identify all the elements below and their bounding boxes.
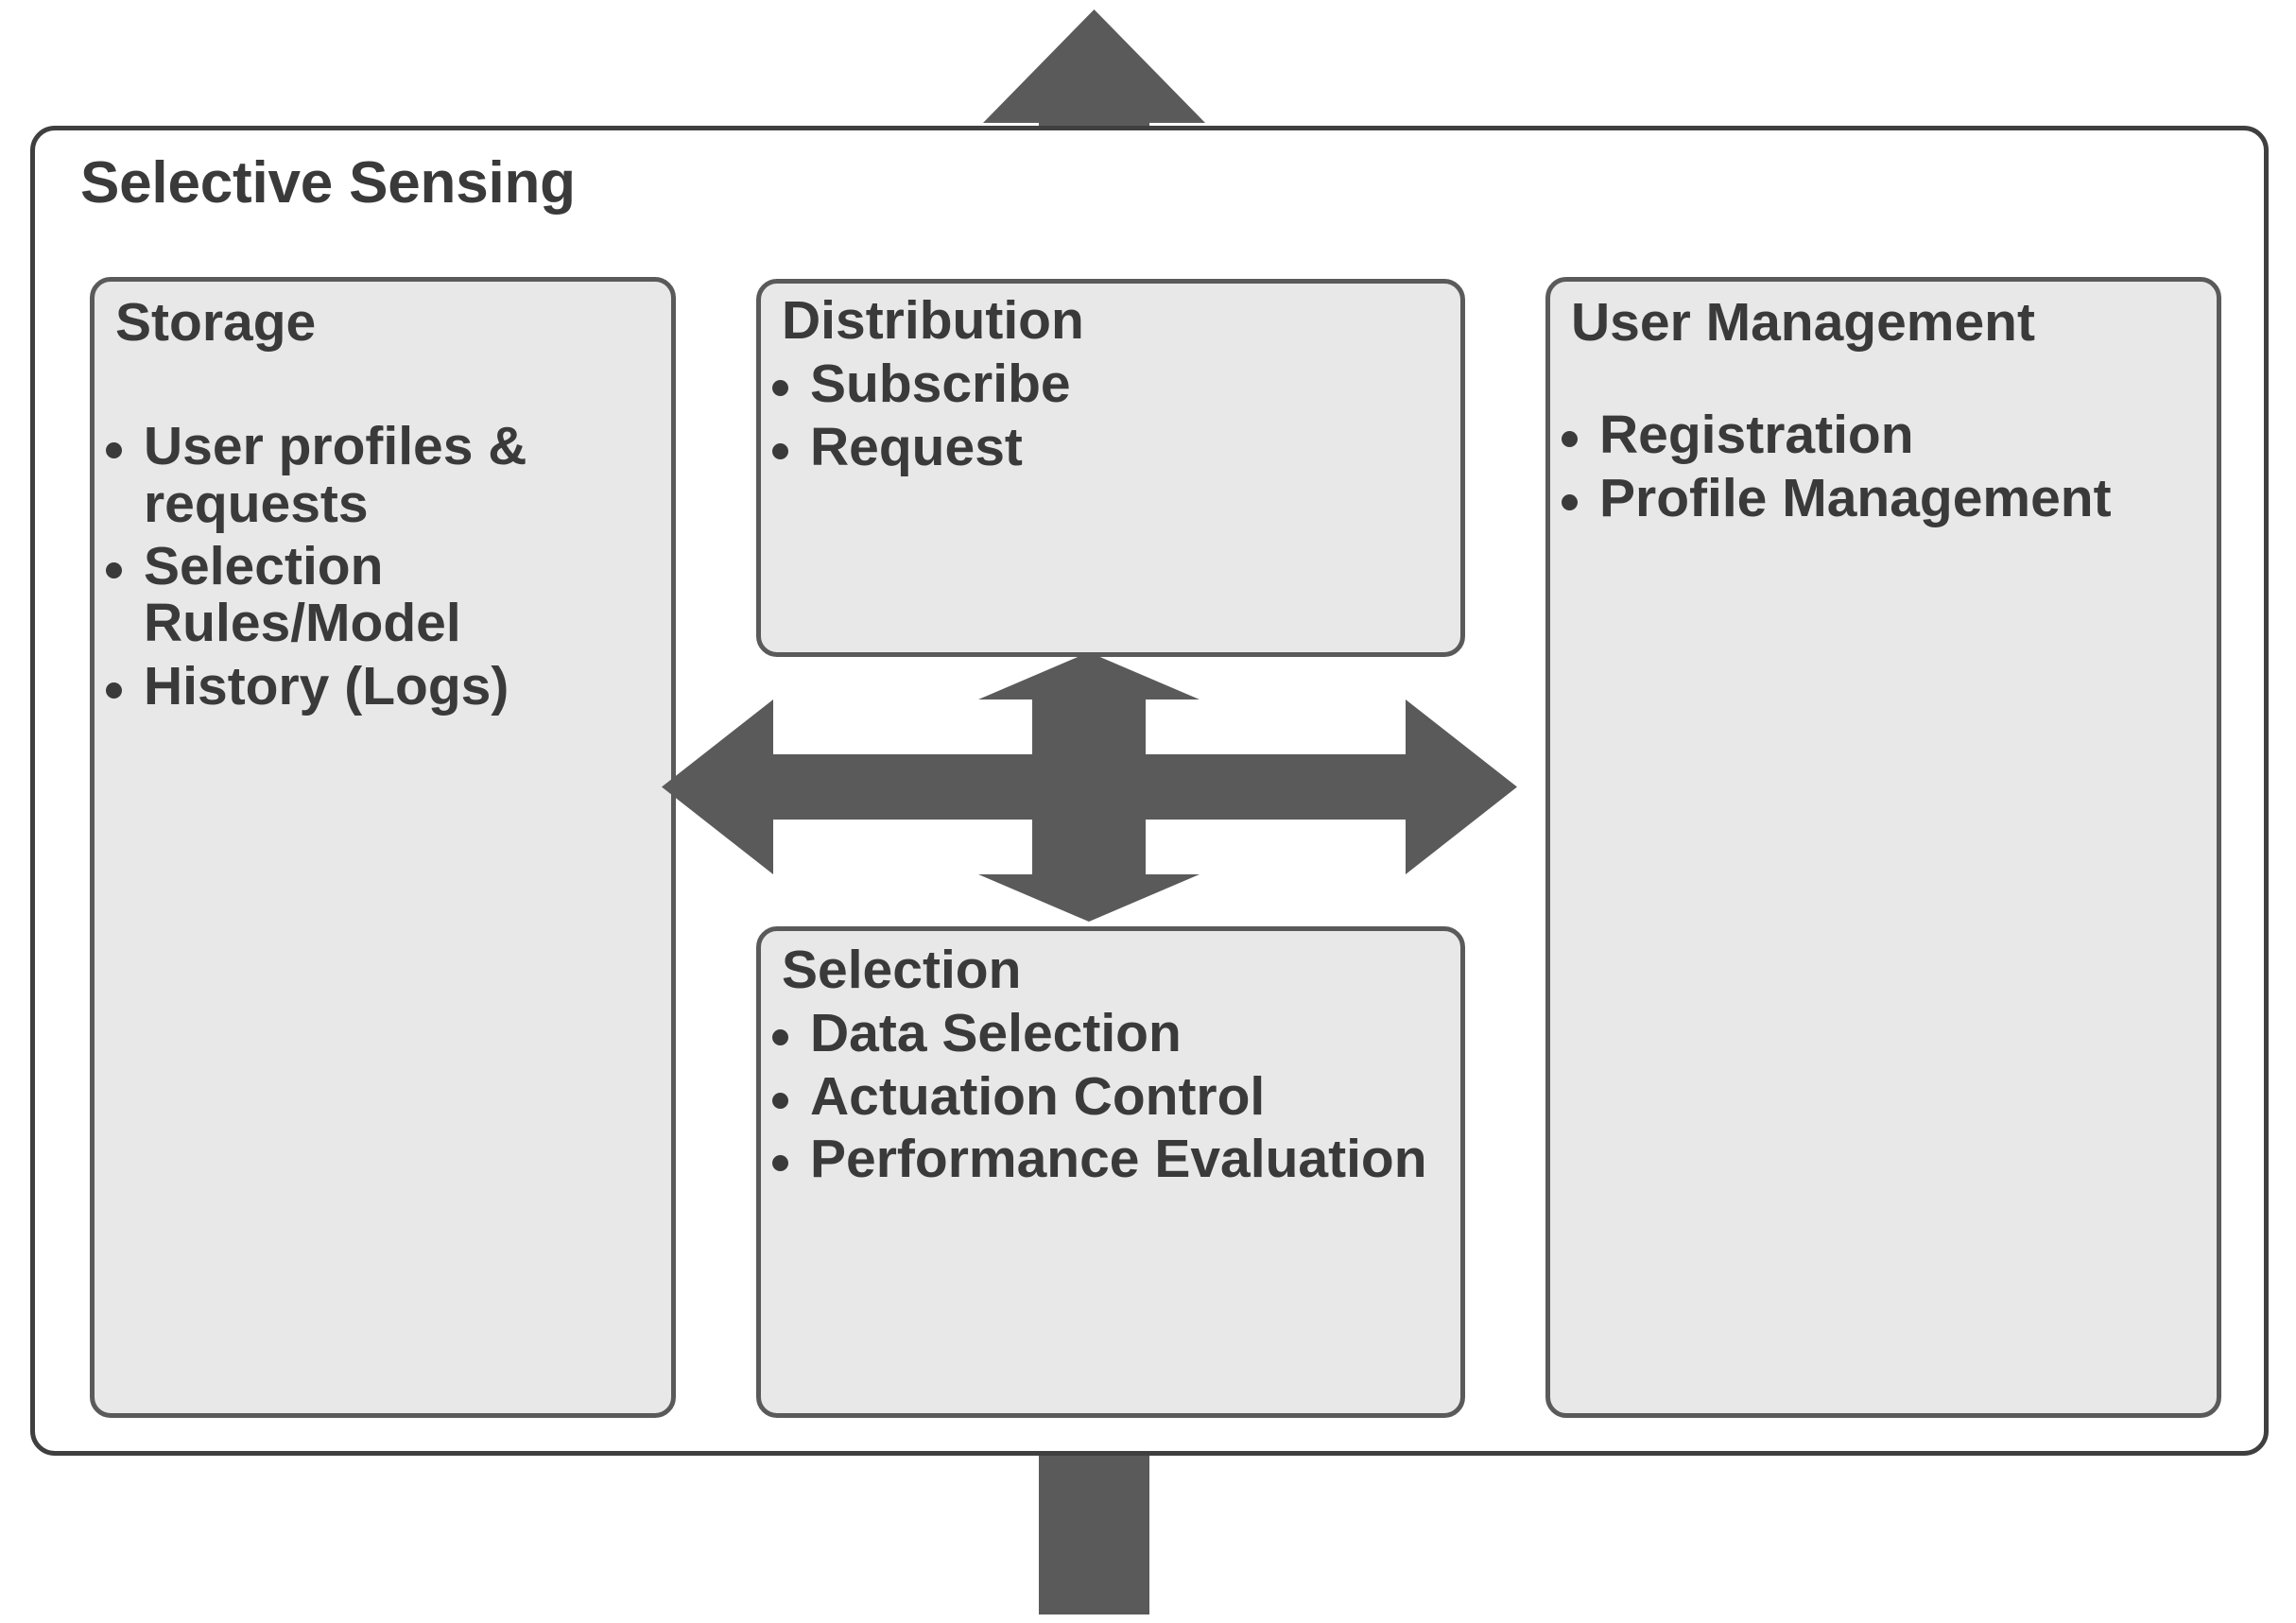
list-item: Data Selection bbox=[761, 1005, 1453, 1062]
module-storage-title: Storage bbox=[115, 292, 317, 353]
module-selection-bullets: Data Selection Actuation Control Perform… bbox=[761, 1005, 1460, 1187]
module-distribution-title: Distribution bbox=[782, 290, 1084, 351]
module-distribution-bullets: Subscribe Request bbox=[761, 355, 1460, 475]
module-user-management-title: User Management bbox=[1571, 292, 2035, 353]
list-item: Performance Evaluation bbox=[761, 1131, 1453, 1187]
selective-sensing-container: Selective Sensing Storage User profiles … bbox=[30, 126, 2269, 1456]
list-item: User profiles & requests bbox=[95, 418, 664, 532]
page-title: Selective Sensing bbox=[80, 150, 576, 216]
list-item: Subscribe bbox=[761, 355, 1453, 413]
module-storage[interactable]: Storage User profiles & requests Selecti… bbox=[90, 277, 676, 1418]
list-item: History (Logs) bbox=[95, 657, 664, 715]
list-item: Actuation Control bbox=[761, 1067, 1453, 1125]
module-selection-title: Selection bbox=[782, 940, 1022, 1000]
list-item: Selection Rules/Model bbox=[95, 538, 664, 652]
list-item: Profile Management bbox=[1550, 469, 2209, 527]
module-user-management-bullets: Registration Profile Management bbox=[1550, 406, 2217, 527]
list-item: Request bbox=[761, 418, 1453, 475]
module-storage-bullets: User profiles & requests Selection Rules… bbox=[95, 418, 671, 715]
module-user-management[interactable]: User Management Registration Profile Man… bbox=[1545, 277, 2221, 1418]
module-selection[interactable]: Selection Data Selection Actuation Contr… bbox=[756, 926, 1465, 1418]
four-way-arrow-icon bbox=[662, 652, 1517, 922]
module-distribution[interactable]: Distribution Subscribe Request bbox=[756, 279, 1465, 657]
list-item: Registration bbox=[1550, 406, 2209, 464]
